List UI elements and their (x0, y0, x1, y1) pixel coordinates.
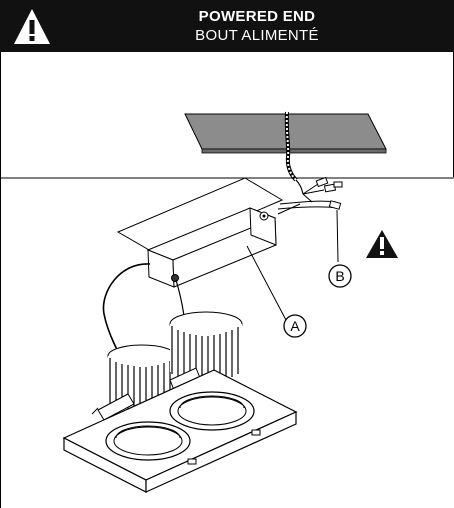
warning-triangle-icon (12, 7, 52, 47)
callout-b-label: B (335, 268, 344, 284)
callout-a (283, 314, 307, 338)
installation-diagram: A B (62, 111, 398, 493)
header-subtitle: BOUT ALIMENTÉ (195, 27, 319, 44)
callout-a-leader (246, 245, 287, 321)
trim-frame (62, 369, 298, 493)
driver-box (116, 177, 301, 288)
warning-triangle-icon-right (366, 230, 398, 258)
header-bar: POWERED END BOUT ALIMENTÉ (0, 0, 454, 52)
callout-b (328, 264, 352, 288)
header-title: POWERED END (198, 8, 316, 25)
power-cable (284, 111, 304, 195)
wire-connectors (277, 176, 343, 263)
callout-a-label: A (290, 318, 300, 334)
heat-sinks (107, 311, 243, 412)
